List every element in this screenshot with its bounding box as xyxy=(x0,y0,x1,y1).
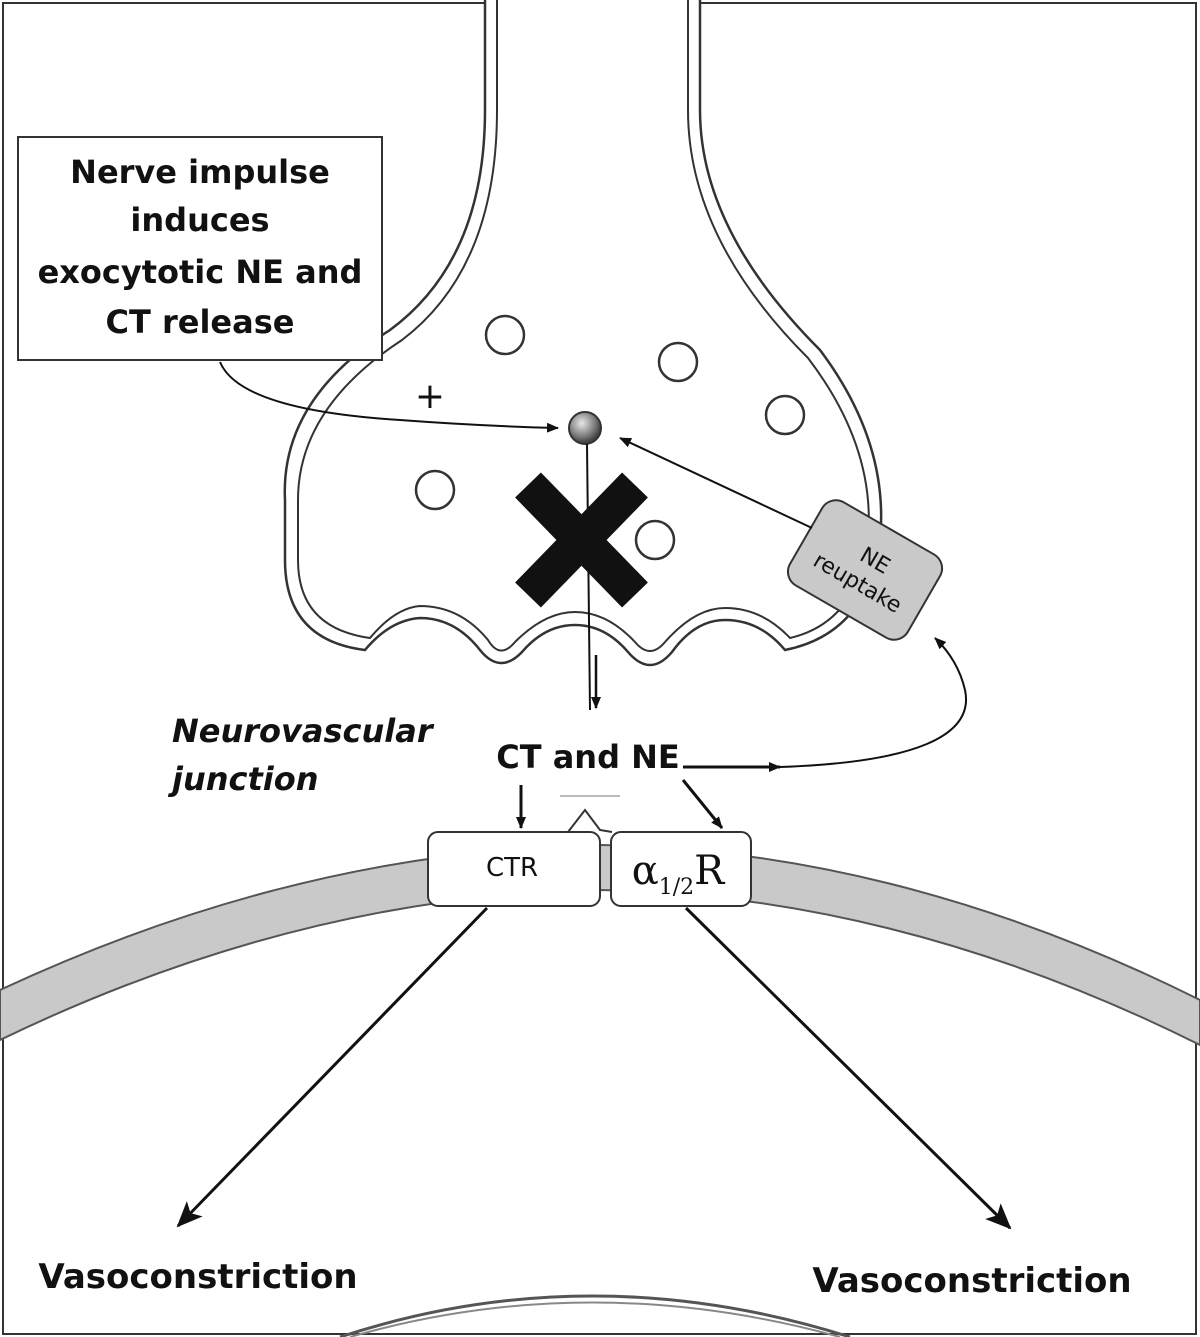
ctr-label: CTR xyxy=(486,853,538,883)
callout-line-2: induces xyxy=(130,201,269,239)
releasing-vesicle xyxy=(568,411,602,445)
right-effect-label: Vasoconstriction xyxy=(812,1261,1131,1301)
cell-nucleus-edge xyxy=(339,1294,851,1337)
vesicle xyxy=(414,469,456,511)
plus-sign: + xyxy=(415,376,445,417)
uptake-curve-arrow xyxy=(779,637,968,768)
released-label: CT and NE xyxy=(496,738,680,776)
vascular-cell-membrane xyxy=(0,843,1200,1047)
alpha-receptor xyxy=(610,831,752,907)
ctr-effect-arrow xyxy=(176,906,489,1228)
vesicle xyxy=(634,519,676,561)
ne-to-alpha-arrow xyxy=(681,779,724,829)
callout-box xyxy=(17,136,383,361)
nerve-terminal-inner xyxy=(297,0,870,652)
alpha-effect-arrow xyxy=(684,906,1012,1230)
callout-line-1: Nerve impulse xyxy=(70,153,330,191)
vesicle xyxy=(484,314,526,356)
junction-label-1: Neurovascular xyxy=(172,712,435,750)
alpha-label: α1/2R xyxy=(632,848,726,900)
vesicle xyxy=(764,394,806,436)
junction-label-2: junction xyxy=(167,760,319,798)
reuptake-arrow xyxy=(619,437,813,529)
left-effect-label: Vasoconstriction xyxy=(38,1257,357,1297)
stimulus-arrow xyxy=(219,361,559,433)
reuptake-transporter: NE reuptake xyxy=(786,499,944,641)
callout-line-4: CT release xyxy=(106,303,295,341)
release-path xyxy=(586,443,591,711)
callout-line-3: exocytotic NE and xyxy=(38,253,363,291)
ctr-receptor xyxy=(427,831,601,907)
receptor-notch xyxy=(567,808,613,833)
cell-nucleus-edge-inner xyxy=(349,1301,841,1337)
vesicle xyxy=(657,341,699,383)
block-x-icon xyxy=(515,472,648,608)
